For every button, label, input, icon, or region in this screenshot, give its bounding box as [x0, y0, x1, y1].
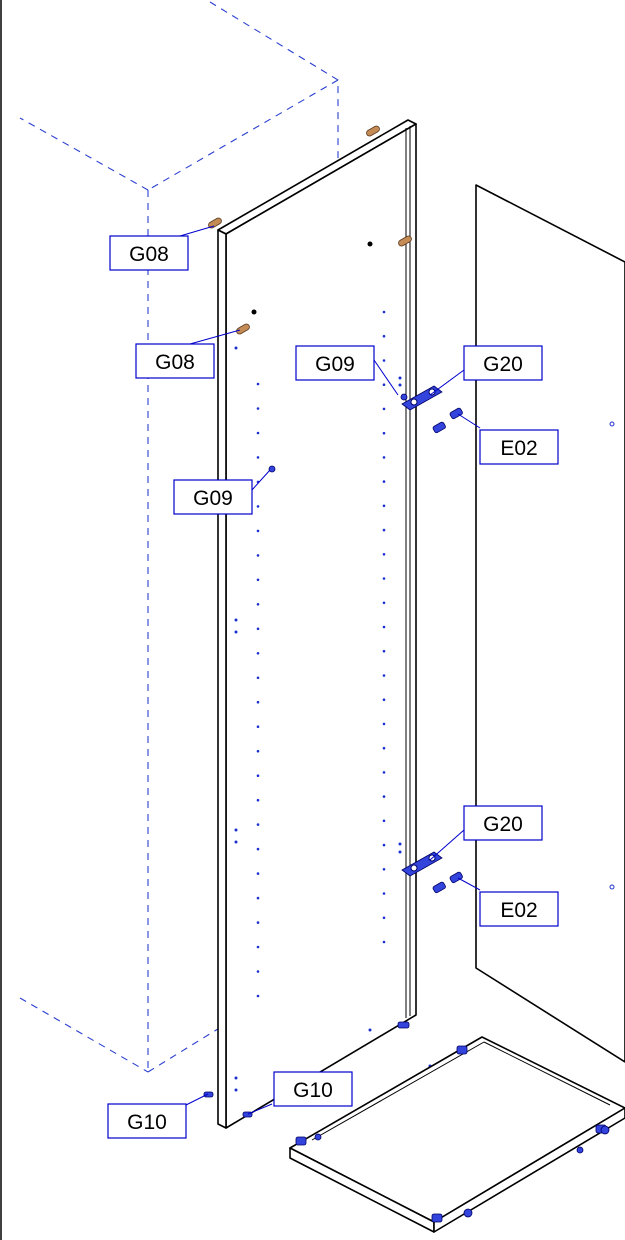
callout-g09-right: G09 — [295, 345, 375, 381]
shelf-hole — [382, 456, 386, 459]
fitting-hole — [234, 618, 238, 622]
callout-g10-right: G10 — [273, 1071, 353, 1107]
shelf-hole — [382, 528, 386, 532]
base-fittings — [295, 1045, 610, 1223]
shelf-hole — [382, 940, 386, 944]
shelf-hole — [382, 625, 386, 629]
shelf-hole — [382, 892, 386, 895]
shelf-hole — [382, 601, 386, 605]
callout-g10-left-text: G10 — [127, 1111, 167, 1134]
callout-g10-left: G10 — [107, 1103, 187, 1139]
shelf-hole — [256, 823, 260, 826]
shelf-hole — [382, 674, 386, 677]
base-panel — [289, 1036, 625, 1233]
shelf-hole — [382, 843, 386, 847]
fitting-hole — [234, 840, 238, 844]
shelf-hole — [256, 431, 260, 435]
shelf-hole — [256, 725, 260, 728]
fitting-hole — [234, 1076, 238, 1080]
shelf-hole — [382, 649, 386, 653]
shelf-hole — [382, 480, 386, 483]
callout-g08-mid: G08 — [135, 343, 215, 379]
shelf-hole — [256, 994, 260, 998]
callout-e02-bottom-text: E02 — [500, 899, 537, 922]
shelf-hole — [256, 774, 260, 777]
shelf-hole — [382, 407, 386, 411]
shelf-hole — [256, 652, 260, 655]
shelf-hole — [256, 847, 260, 851]
fitting-hole — [234, 1088, 238, 1092]
callout-g09-right-text: G09 — [315, 353, 355, 376]
shelf-hole — [256, 627, 260, 631]
screws-bottom — [432, 871, 463, 894]
fitting-hole — [398, 842, 402, 846]
shelf-hole — [256, 945, 260, 949]
shelf-hole — [256, 407, 260, 410]
fitting-hole — [368, 1028, 372, 1032]
fitting-hole — [234, 346, 238, 350]
callout-g09-left: G09 — [173, 479, 253, 515]
shelf-hole — [382, 771, 386, 774]
leader-lines — [175, 225, 481, 1115]
shelf-hole — [382, 698, 386, 701]
screws-top — [432, 407, 463, 434]
fitting-hole — [398, 376, 402, 380]
side-panel — [217, 119, 417, 1129]
hinge-top — [401, 385, 443, 411]
shelf-hole — [382, 868, 386, 871]
callout-e02-bottom: E02 — [479, 891, 559, 927]
shelf-hole — [256, 872, 260, 875]
shelf-hole — [256, 578, 260, 582]
callout-g08-mid-text: G08 — [155, 351, 195, 374]
shelf-hole — [382, 431, 386, 435]
shelf-hole — [256, 700, 260, 704]
shelf-hole — [382, 795, 386, 798]
shelf-hole — [382, 553, 386, 556]
fitting-hole — [398, 383, 402, 387]
shelf-hole — [382, 504, 386, 508]
shelf-hole — [256, 505, 260, 508]
callout-g20-bottom-text: G20 — [483, 813, 523, 836]
shelf-hole — [256, 456, 260, 459]
shelf-hole — [256, 676, 260, 680]
shelf-hole — [256, 749, 260, 753]
callout-g08-top: G08 — [109, 235, 189, 271]
shelf-hole — [382, 577, 386, 580]
shelf-hole — [256, 382, 260, 386]
callout-g09-left-text: G09 — [193, 487, 233, 510]
shelf-hole — [382, 916, 386, 920]
callout-g08-top-text: G08 — [129, 243, 169, 266]
shelf-hole — [256, 921, 260, 924]
shelf-hole — [256, 896, 260, 900]
dowels — [208, 125, 412, 335]
shelf-hole — [382, 383, 386, 387]
callout-g20-top: G20 — [463, 345, 543, 381]
callout-e02-top-text: E02 — [500, 437, 537, 460]
callout-e02-top: E02 — [479, 429, 559, 465]
shelf-hole — [382, 334, 386, 338]
shelf-hole — [382, 819, 386, 823]
callout-g20-bottom: G20 — [463, 805, 543, 841]
shelf-hole — [256, 529, 260, 533]
shelf-hole — [382, 746, 386, 750]
shelf-hole — [382, 722, 386, 726]
shelf-hole — [256, 798, 260, 802]
fitting-hole — [234, 828, 238, 832]
shelf-hole — [382, 310, 386, 314]
shelf-hole — [256, 554, 260, 557]
callout-g20-top-text: G20 — [483, 353, 523, 376]
shelf-hole — [382, 359, 386, 362]
shelf-hole — [256, 603, 260, 606]
panel-holes — [234, 310, 432, 1092]
fitting-hole — [234, 630, 238, 634]
door-panel — [475, 184, 625, 1063]
callout-g10-right-text: G10 — [293, 1079, 333, 1102]
fitting-hole — [398, 850, 402, 854]
shelf-hole — [256, 970, 260, 973]
